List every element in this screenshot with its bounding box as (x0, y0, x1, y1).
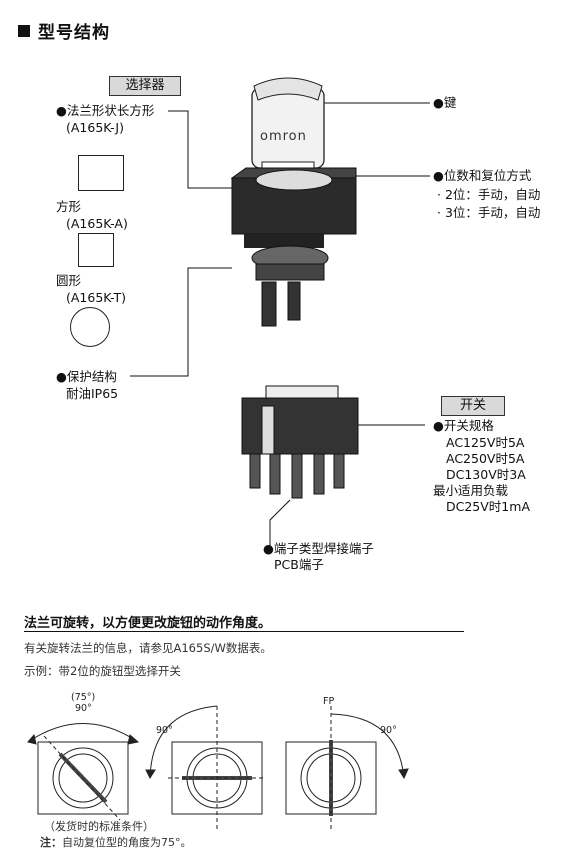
leader-terminal (269, 499, 291, 548)
page-title-text: 型号结构 (38, 23, 110, 43)
rect-shape-icon (78, 155, 124, 191)
flange-rect-model: (A165K-J) (66, 120, 124, 135)
flange-rect-label: ●法兰形状长方形 (56, 103, 155, 118)
spec-dc130: DC130V时3A (446, 467, 526, 482)
page-title: 型号结构 (18, 18, 110, 43)
brand-text: omron (260, 129, 307, 144)
switch-spec-heading: ●开关规格 (433, 418, 494, 433)
rotation-diagrams (27, 705, 409, 830)
min-load-value: DC25V时1mA (446, 499, 530, 514)
square-shape-icon (78, 233, 114, 267)
spec-ac250: AC250V时5A (446, 451, 525, 466)
terminal-value: PCB端子 (274, 557, 324, 572)
section-divider (24, 631, 464, 632)
protection-label: ●保护结构 (56, 369, 117, 384)
leader-lines (130, 102, 430, 548)
switch-assembly-icon (230, 167, 357, 327)
spec-ac125: AC125V时5A (446, 435, 525, 450)
angle-90c-label: 90° (380, 725, 397, 736)
selector-label: 选择器 (109, 76, 181, 96)
angle-75-label: (75°) (71, 692, 95, 703)
rotation-info: 有关旋转法兰的信息，请参见A165S/W数据表。 (24, 641, 272, 655)
angle-90-label: 90° (75, 703, 92, 714)
round-model: (A165K-T) (66, 290, 127, 305)
circle-shape-icon (70, 307, 110, 347)
leader-protection (130, 267, 232, 377)
note-text: 自动复位型的角度为75°。 (62, 836, 192, 849)
positions-item-2: · 3位：手动，自动 (437, 205, 541, 220)
switch-block-icon (241, 385, 359, 499)
key-label: ●键 (433, 95, 457, 110)
protection-value: 耐油IP65 (66, 386, 119, 401)
positions-heading: ●位数和复位方式 (433, 168, 532, 183)
round-label: 圆形 (56, 273, 82, 288)
rotation-example: 示例：带2位的旋钮型选择开关 (24, 664, 181, 678)
square-label: 方形 (56, 199, 82, 214)
condition-text: （发货时的标准条件） (44, 820, 154, 833)
switch-label: 开关 (441, 396, 505, 416)
terminal-heading: ●端子类型焊接端子 (263, 541, 374, 556)
leader-flange (168, 110, 232, 189)
rotation-heading: 法兰可旋转，以方便更改旋钮的动作角度。 (24, 616, 272, 631)
fp-label: FP (323, 696, 334, 707)
angle-90b-label: 90° (156, 725, 173, 736)
positions-item-1: · 2位：手动，自动 (437, 187, 541, 202)
note-label: 注： (40, 836, 62, 849)
min-load-label: 最小适用负载 (433, 483, 509, 498)
square-model: (A165K-A) (66, 216, 128, 231)
square-bullet-icon (18, 25, 30, 37)
